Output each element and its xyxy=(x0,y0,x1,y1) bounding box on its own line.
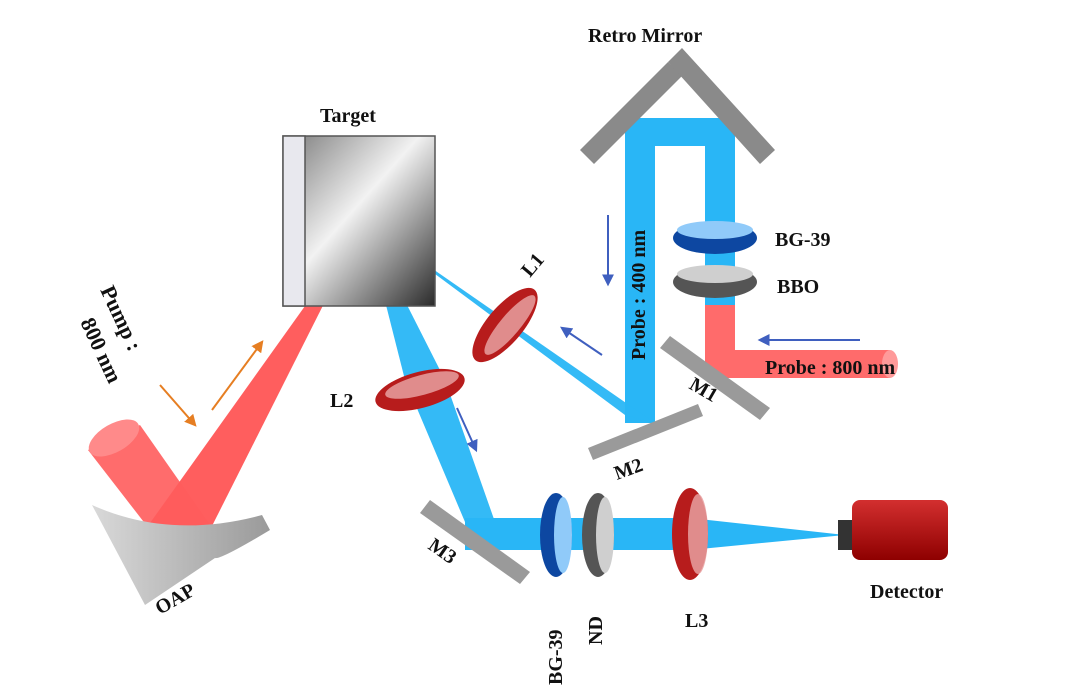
lens-l3-face xyxy=(688,494,708,574)
probe-800-beam xyxy=(705,350,890,378)
filter-bg39-bottom-face xyxy=(554,497,572,573)
l3-label: L3 xyxy=(685,610,708,632)
retro-mirror-label: Retro Mirror xyxy=(588,25,702,47)
retro-mirror-right xyxy=(668,48,775,164)
m2-label: M2 xyxy=(611,454,646,485)
oap-mirror xyxy=(92,505,270,605)
mirror-m2 xyxy=(588,404,703,460)
probe-400-label: Probe : 400 nm xyxy=(628,229,650,360)
retro-mirror-left xyxy=(580,62,682,164)
l1-label: L1 xyxy=(517,249,549,281)
probe-400-down xyxy=(625,118,655,423)
detector-body xyxy=(852,500,948,560)
detector-nozzle xyxy=(838,520,852,550)
filter-bg39-top-face xyxy=(677,221,753,239)
target-front-face xyxy=(282,135,306,307)
arrow-probe-to-target xyxy=(560,326,603,356)
target-label: Target xyxy=(320,105,376,127)
lens-l2-face xyxy=(385,371,459,399)
probe-400-to-l3 xyxy=(465,518,690,550)
pump-beam-input-end xyxy=(88,419,140,457)
l2-label: L2 xyxy=(330,390,353,412)
bg39-bottom-label: BG-39 xyxy=(545,629,567,685)
probe-800-label: Probe : 800 nm xyxy=(765,357,896,379)
probe-800-beam-end xyxy=(882,350,898,378)
arrow-pump-out xyxy=(211,340,264,411)
target-plate xyxy=(282,135,436,307)
probe-400-to-m3 xyxy=(405,380,495,522)
lens-l1-face xyxy=(484,295,536,355)
bg39-top-label: BG-39 xyxy=(775,229,831,251)
filter-nd-face xyxy=(596,497,614,573)
mirror-m1 xyxy=(660,336,770,420)
arrow-pump-in xyxy=(159,384,197,427)
arrow-probe-to-m3 xyxy=(456,407,478,453)
bbo-label: BBO xyxy=(777,276,819,298)
crystal-bbo-face xyxy=(677,265,753,283)
nd-label: ND xyxy=(585,616,607,645)
detector-label: Detector xyxy=(870,581,943,603)
probe-400-to-detector xyxy=(690,518,845,550)
m3-label: M3 xyxy=(424,534,460,569)
mirror-m3 xyxy=(420,500,530,584)
